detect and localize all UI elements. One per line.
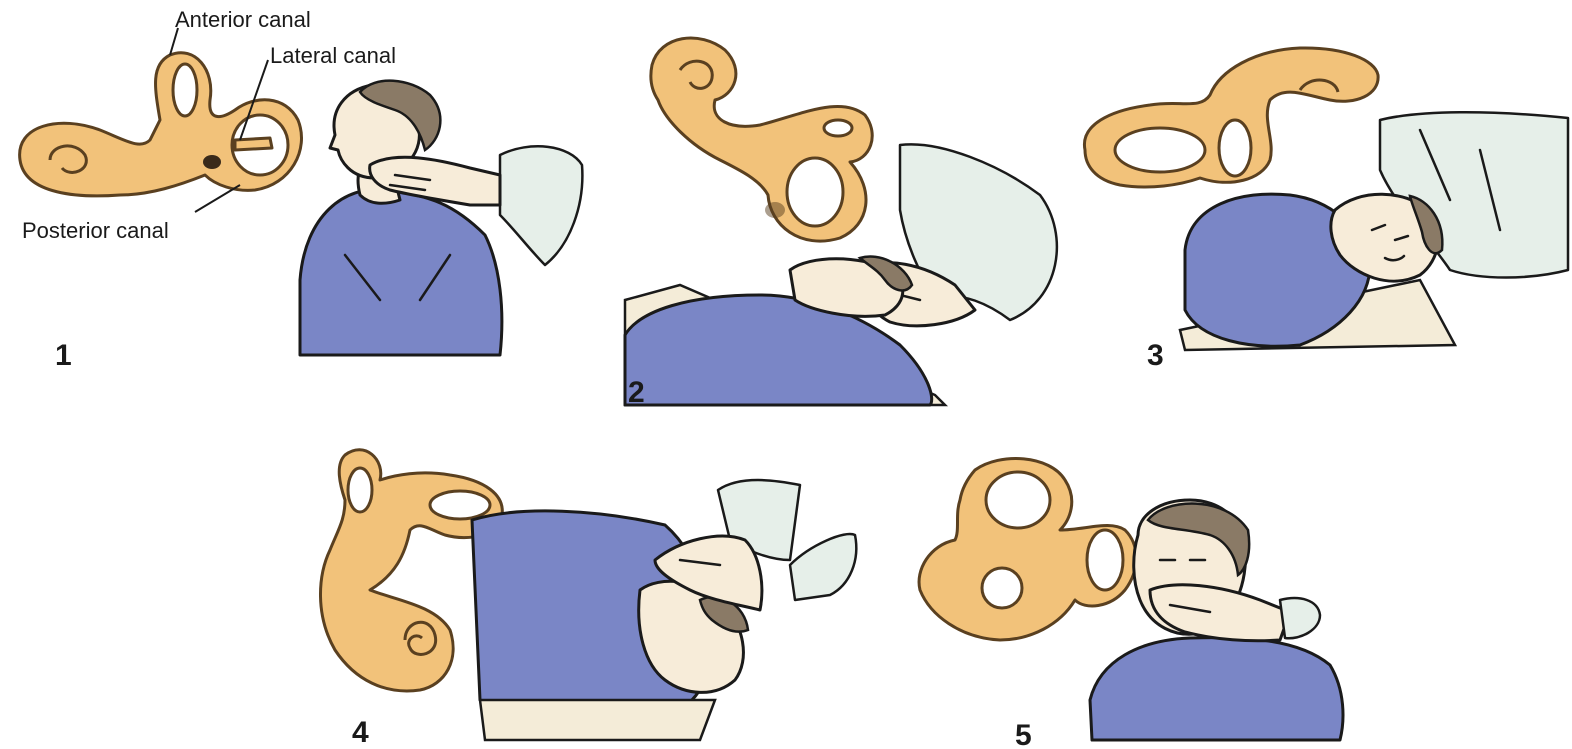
step-number-1: 1 (55, 339, 72, 372)
labyrinth-5 (919, 459, 1136, 640)
step-number-2: 2 (628, 376, 645, 409)
patient-2 (625, 257, 932, 405)
panel-2: 2 (625, 38, 1057, 409)
step-number-5: 5 (1015, 719, 1032, 749)
anterior-canal-label: Anterior canal (175, 7, 311, 32)
labyrinth-1 (20, 53, 302, 196)
panel-1: Anterior canal Lateral canal Posterior c… (20, 7, 583, 372)
labyrinth-3 (1084, 48, 1378, 187)
step-number-3: 3 (1147, 339, 1164, 372)
lateral-canal-label: Lateral canal (270, 43, 396, 68)
patient-1 (300, 81, 502, 355)
labyrinth-2 (651, 38, 872, 241)
posterior-canal-label: Posterior canal (22, 218, 169, 243)
step-number-4: 4 (352, 716, 369, 749)
panel-4: 4 (320, 450, 856, 749)
panel-3: 3 (1084, 48, 1568, 372)
panel-5: 5 (919, 459, 1343, 749)
